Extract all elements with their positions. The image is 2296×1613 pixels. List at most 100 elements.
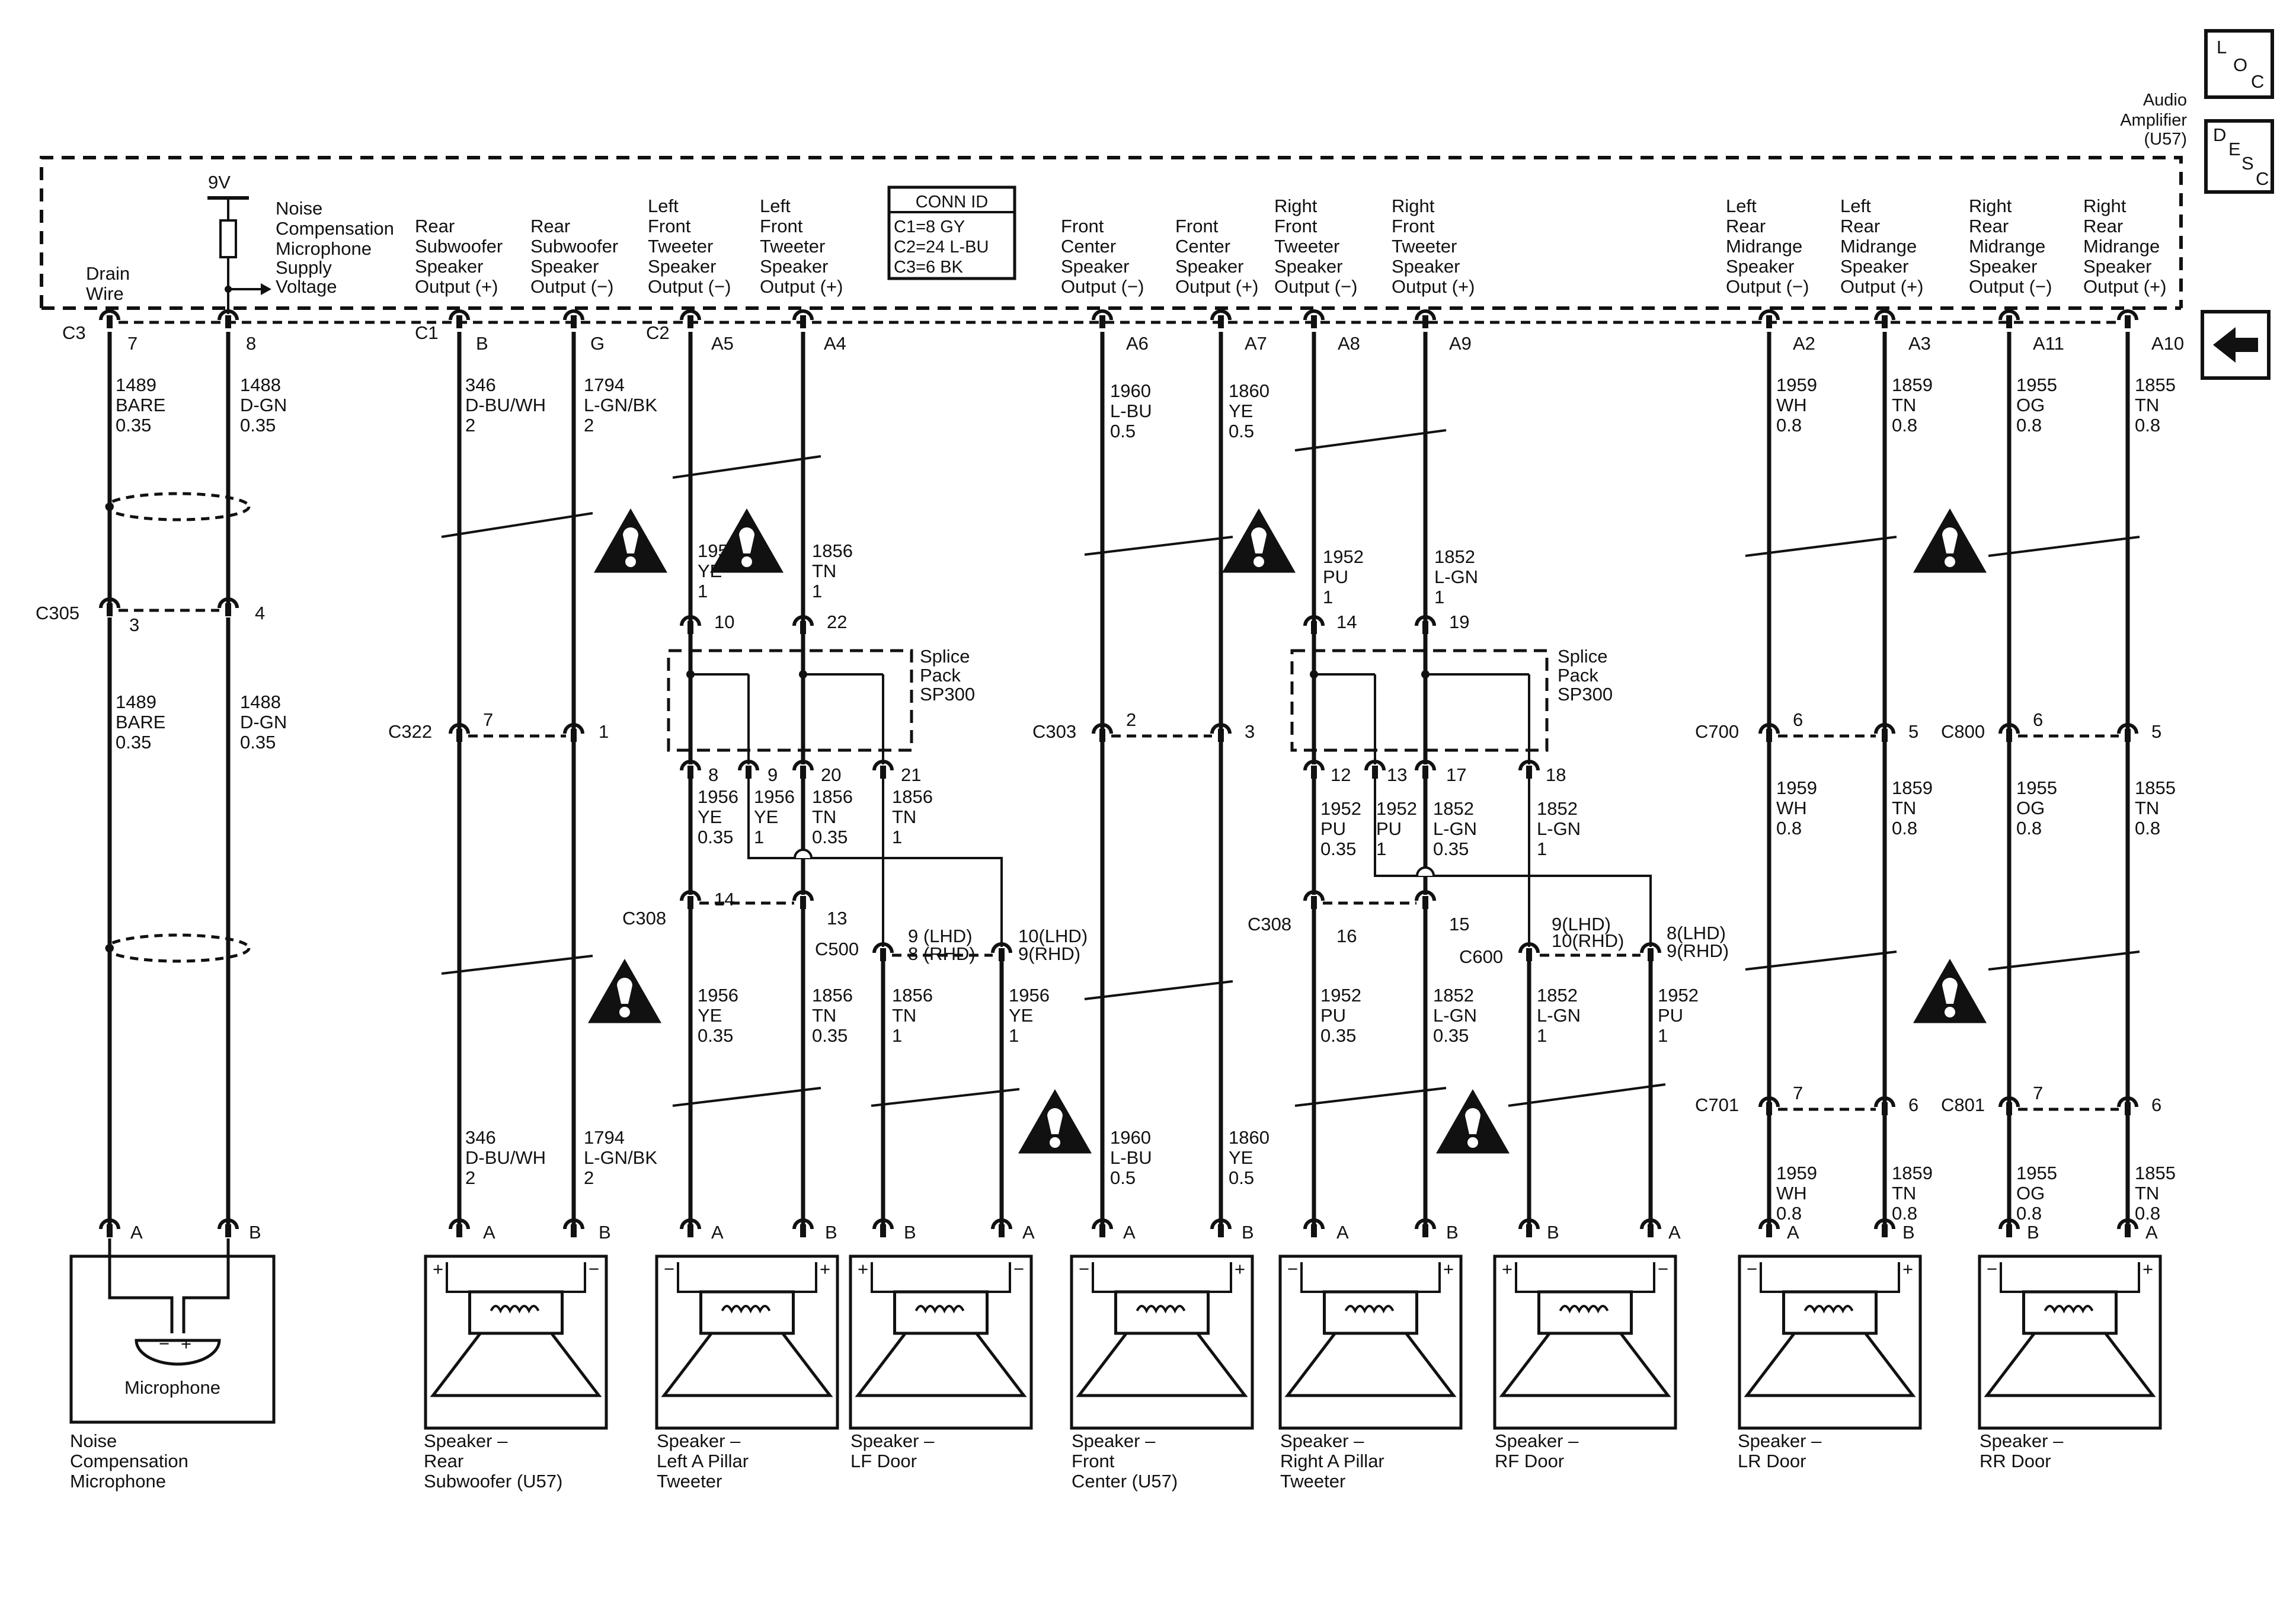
connector-icon bbox=[1998, 1096, 2020, 1108]
connector-pin bbox=[1218, 315, 1224, 328]
pin-number: A2 bbox=[1793, 333, 1815, 354]
wire-color: PU bbox=[1323, 567, 1348, 587]
speaker-magnet bbox=[893, 1290, 989, 1335]
twisted-pair-marker bbox=[441, 955, 593, 975]
output-label: Tweeter bbox=[760, 236, 825, 257]
connector-icon bbox=[1303, 890, 1325, 901]
connector-id: C600 bbox=[1459, 946, 1503, 967]
pin-number: 9 (LHD) bbox=[908, 926, 973, 946]
back-arrow-button[interactable] bbox=[2201, 310, 2271, 380]
output-label: Midrange bbox=[1969, 236, 2045, 257]
output-label: Rear bbox=[1969, 216, 2009, 236]
pin-number: 9(RHD) bbox=[1667, 940, 1729, 961]
wire-size: 0.35 bbox=[116, 732, 151, 753]
loc-button[interactable]: LOC bbox=[2204, 29, 2274, 99]
wire-color: TN bbox=[1892, 1183, 1916, 1204]
pin-number: B bbox=[1547, 1222, 1559, 1243]
output-label: Left bbox=[760, 196, 791, 216]
connector-icon bbox=[1758, 1096, 1780, 1108]
wire-size: 1 bbox=[892, 1025, 902, 1046]
wire-size: 0.35 bbox=[1320, 1025, 1356, 1046]
wire-circuit-number: 1859 bbox=[1892, 375, 1933, 395]
connector-icon bbox=[563, 723, 584, 734]
pin-number: A bbox=[711, 1222, 724, 1243]
connector-pin bbox=[456, 729, 462, 742]
amplifier-boundary bbox=[40, 156, 2183, 308]
connector-icon bbox=[449, 723, 470, 734]
output-label: Front bbox=[648, 216, 691, 236]
pin-number: A bbox=[483, 1222, 495, 1243]
pin-number: 3 bbox=[129, 615, 139, 635]
wire-circuit-number: 1852 bbox=[1537, 985, 1578, 1006]
wire-circuit-number: 1856 bbox=[892, 786, 933, 807]
connector-pin bbox=[571, 1224, 577, 1237]
speaker-magnet bbox=[2022, 1290, 2118, 1335]
connector-pin bbox=[1099, 729, 1105, 742]
output-label: Output (−) bbox=[1061, 276, 1144, 297]
wire-size: 0.8 bbox=[2016, 415, 2042, 436]
connector-pin bbox=[1648, 948, 1654, 961]
connector-icon bbox=[1364, 760, 1386, 771]
output-label: Output (+) bbox=[1175, 276, 1258, 297]
pin-number: 22 bbox=[827, 612, 847, 632]
polarity-mark: − bbox=[1747, 1259, 1757, 1279]
polarity-mark: + bbox=[1502, 1259, 1512, 1279]
connector-pin bbox=[1882, 729, 1888, 742]
connector-id: C322 bbox=[388, 721, 432, 742]
pin-number: 6 bbox=[2151, 1094, 2161, 1115]
connector-pin bbox=[687, 1224, 693, 1237]
wire-color: YE bbox=[754, 806, 778, 827]
svg-text:C1=8 GY: C1=8 GY bbox=[894, 217, 965, 236]
speaker-lead bbox=[793, 1262, 817, 1293]
splice-dot bbox=[105, 944, 114, 952]
coil-icon bbox=[914, 1305, 965, 1314]
connector-pin bbox=[1372, 766, 1378, 779]
connector-icon bbox=[2117, 723, 2138, 734]
connector-pin bbox=[1311, 315, 1317, 328]
mic-lead bbox=[108, 1238, 174, 1333]
pin-number: 9(RHD) bbox=[1018, 943, 1080, 964]
wire-size: 0.5 bbox=[1110, 421, 1136, 441]
output-label: Speaker bbox=[1726, 256, 1794, 277]
wire-color: PU bbox=[1320, 818, 1346, 839]
connector-icon bbox=[1640, 942, 1661, 953]
speaker-magnet bbox=[1537, 1290, 1633, 1335]
connector-pin bbox=[687, 621, 693, 634]
pin-number: A3 bbox=[1908, 333, 1931, 354]
connector-icon bbox=[449, 309, 470, 321]
wire-color: WH bbox=[1776, 1183, 1807, 1204]
wire-color: L-GN/BK bbox=[584, 395, 657, 415]
output-label: Midrange bbox=[1840, 236, 1917, 257]
connector-id: C308 bbox=[622, 908, 666, 929]
connector-icon bbox=[872, 1218, 894, 1230]
connector-id: C303 bbox=[1032, 721, 1076, 742]
connector-id: C700 bbox=[1695, 721, 1739, 742]
output-label: Output (+) bbox=[760, 276, 843, 297]
speaker-lead bbox=[871, 1262, 895, 1293]
pin-number: A5 bbox=[711, 333, 734, 354]
connector-icon bbox=[1415, 760, 1436, 771]
drain-label: Drain bbox=[86, 263, 130, 284]
polarity-mark: − bbox=[589, 1259, 599, 1279]
connector-icon bbox=[1518, 942, 1540, 953]
splice-pack-box bbox=[1290, 649, 1549, 752]
connector-pin bbox=[571, 315, 577, 328]
arrow-left-icon bbox=[2213, 327, 2258, 363]
connector-icon bbox=[792, 1218, 814, 1230]
speaker-cone bbox=[855, 1332, 1027, 1397]
output-label: Right bbox=[1392, 196, 1435, 216]
pin-number: B bbox=[249, 1222, 261, 1243]
wire-color: YE bbox=[698, 561, 722, 581]
output-label: Right bbox=[2083, 196, 2126, 216]
connector-icon bbox=[563, 1218, 584, 1230]
connector-icon bbox=[792, 309, 814, 321]
wire-circuit-number: 1952 bbox=[1376, 798, 1417, 819]
component-name: Speaker – bbox=[1072, 1430, 1156, 1451]
twisted-pair-marker bbox=[1508, 1083, 1666, 1107]
connector-icon bbox=[1518, 760, 1540, 771]
polarity-mark: − bbox=[664, 1259, 674, 1279]
connector-pin bbox=[1099, 1224, 1105, 1237]
pin-number: 10(LHD) bbox=[1018, 926, 1088, 946]
speaker-cone bbox=[1499, 1332, 1671, 1397]
